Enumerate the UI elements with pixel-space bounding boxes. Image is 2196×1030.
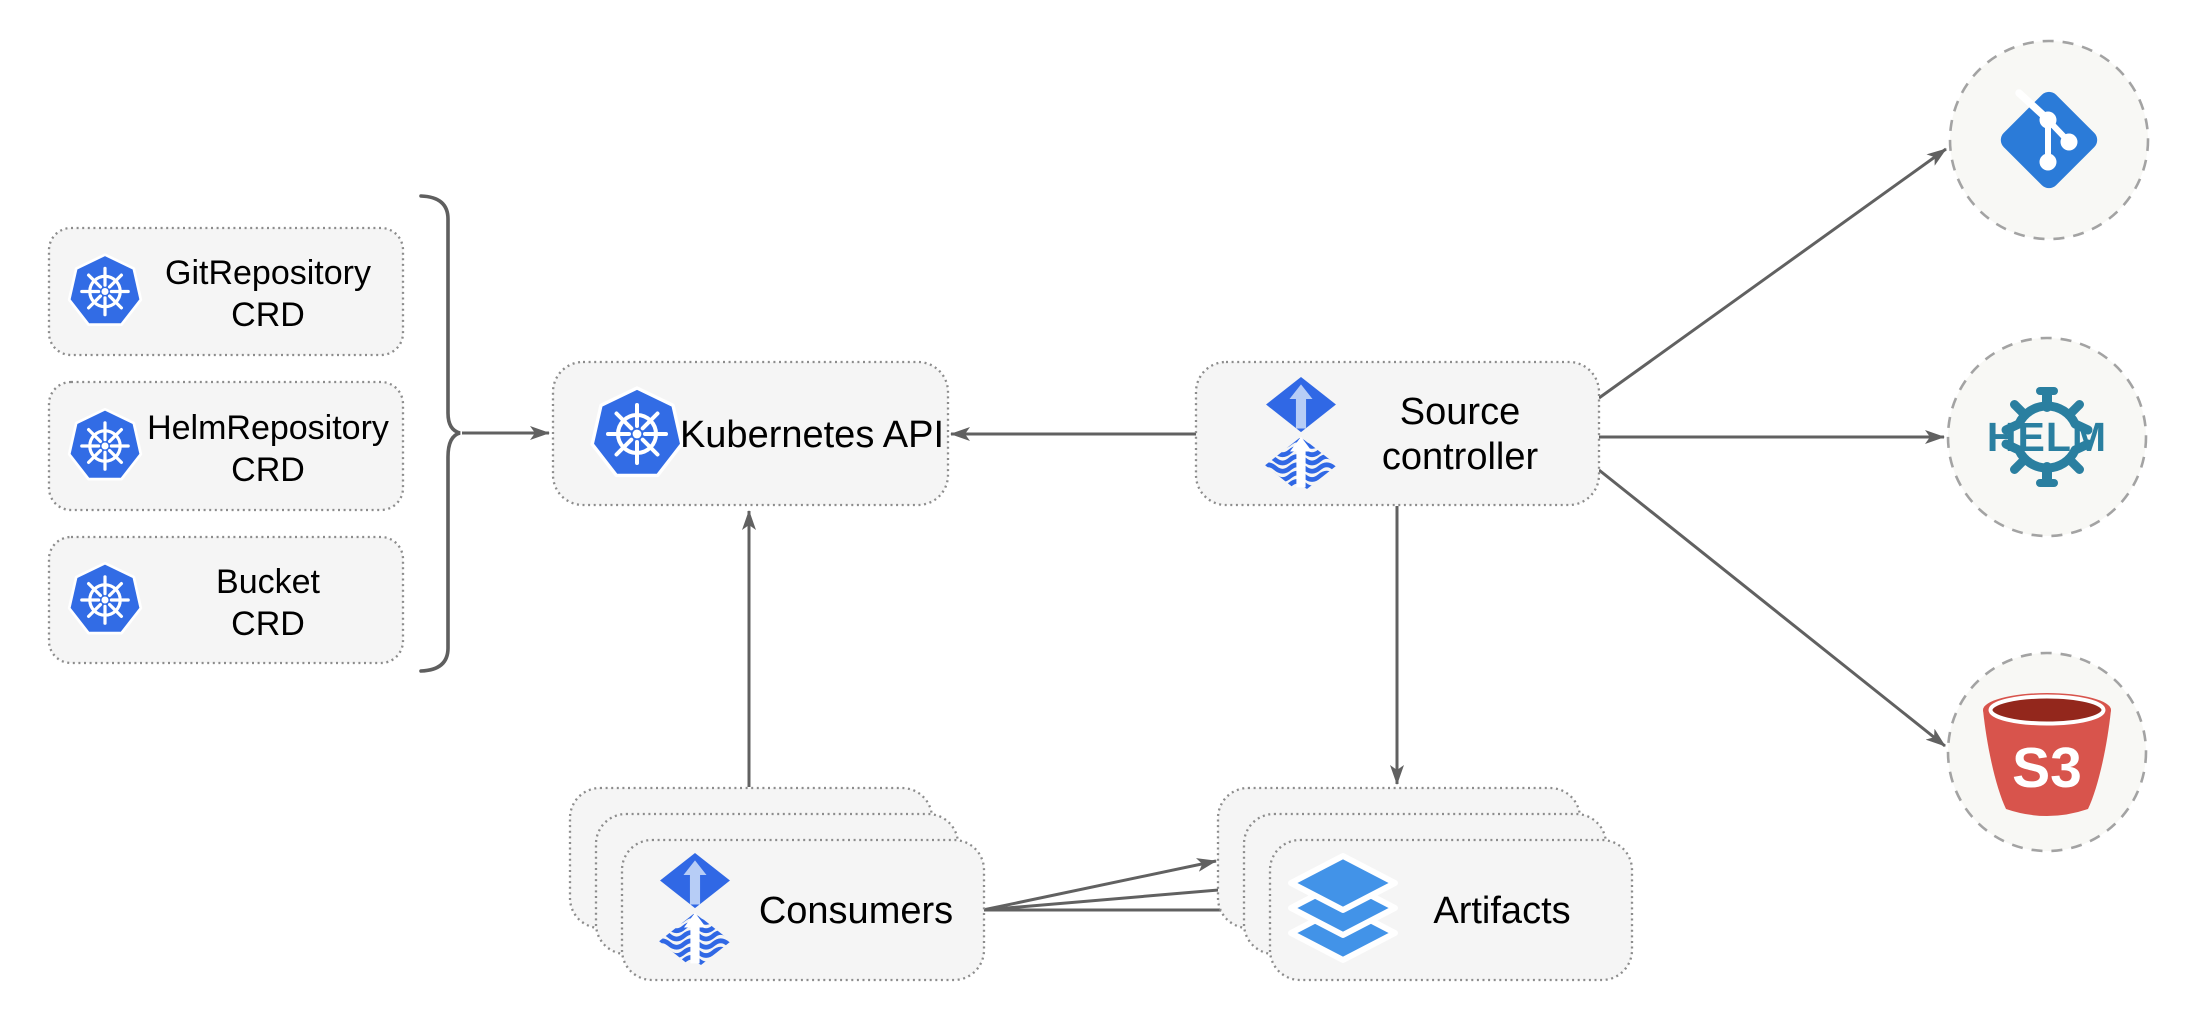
crd-bucket-label-line1: Bucket [216,563,320,601]
crd-gitrepository-label-line2: CRD [231,296,305,334]
source-controller-label-line1: Source [1400,391,1520,433]
edge-consumers-to-artifacts-1 [982,858,1217,912]
helm-icon: HELM [1987,387,2107,487]
crd-node-gitrepository: GitRepository CRD [47,226,405,357]
git-icon [2000,89,2098,189]
artifacts-label: Artifacts [1433,890,1570,932]
helm-endpoint-node: HELM [1946,336,2148,538]
kubernetes-api-label: Kubernetes API [680,414,944,456]
s3-endpoint-node: S3 [1946,651,2148,853]
consumers-node: Consumers [568,786,986,982]
s3-label: S3 [2012,736,2082,800]
edges [419,147,1947,917]
source-controller-label-line2: controller [1382,436,1539,478]
crd-node-helmrepository: HelmRepository CRD [47,380,405,512]
crd-node-bucket: Bucket CRD [47,535,405,665]
edge-consumers-to-artifacts-2 [982,882,1243,912]
kubernetes-api-node: Kubernetes API [551,360,950,507]
crd-helmrepository-label-line1: HelmRepository [147,409,389,447]
git-endpoint-node [1948,39,2150,241]
artifacts-node: Artifacts [1216,786,1634,982]
source-controller-node: Source controller [1194,360,1601,507]
helm-label: HELM [1987,414,2107,460]
layers-icon [1288,853,1398,963]
crd-gitrepository-label-line1: GitRepository [165,254,371,292]
consumers-label: Consumers [759,890,953,932]
crd-bucket-label-line2: CRD [231,605,305,643]
s3-bucket-icon: S3 [1983,693,2111,816]
edge-source-controller-to-git [1598,147,1947,400]
crd-group-brace [419,194,461,673]
crd-helmrepository-label-line2: CRD [231,451,305,489]
edge-source-controller-to-s3 [1598,468,1946,748]
